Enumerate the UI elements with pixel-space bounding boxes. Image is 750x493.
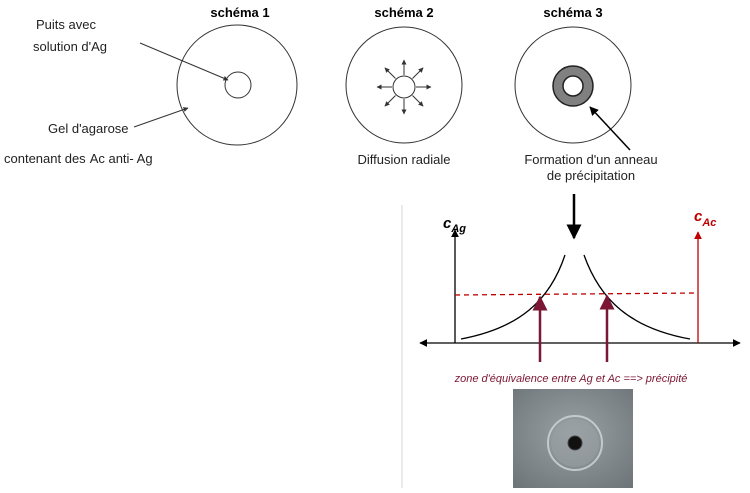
schema-1-title: schéma 1 [210,5,269,20]
gel-label-2: contenant des Ac anti- Ag [4,151,153,166]
well-label-line2: solution d'Ag [33,39,107,54]
y-axis-ag-label-main: c [443,215,452,232]
diffusion-arrow [384,67,396,79]
diffusion-arrow [384,95,396,107]
y-axis-ac-label-sub: Ac [701,217,716,229]
schema-3-well [562,75,584,97]
gel-label-2-part2: Ac anti- Ag [90,151,153,166]
ag-curve-left [460,254,566,340]
ring-label-line2: de précipitation [547,168,635,183]
ac-level-line [454,292,699,296]
schema-2-title: schéma 2 [374,5,433,20]
schema-1-well [224,71,252,99]
well-label-line1: Puits avec [36,17,96,32]
diffusion-label: Diffusion radiale [358,152,451,167]
equivalence-zone-label: zone d'équivalence entre Ag et Ac ==> pr… [454,373,688,385]
photo-precipitation-halo [547,415,603,471]
y-axis-ag-label: cAg [443,215,466,235]
ag-curve-right [583,254,691,340]
y-axis-ac-label: cAc [694,208,716,229]
y-axis-ac-label-main: c [694,208,703,225]
diffusion-arrow [412,67,424,79]
photo-well [567,435,583,451]
schema-3-title: schéma 3 [543,5,602,20]
gel-pointer-arrow [133,107,189,128]
precipitation-photo [513,389,633,488]
ring-label-line1: Formation d'un anneau [524,152,657,167]
y-axis-ag-label-sub: Ag [450,223,466,235]
schema-2-well [392,75,416,99]
radial-diffusion-arrows [376,59,432,115]
well-pointer-arrow [139,42,229,81]
diffusion-arrow [412,95,424,107]
gel-label-2-part1: contenant des [4,151,86,166]
ring-pointer-arrow [589,106,631,151]
gel-label: Gel d'agarose [48,121,129,136]
